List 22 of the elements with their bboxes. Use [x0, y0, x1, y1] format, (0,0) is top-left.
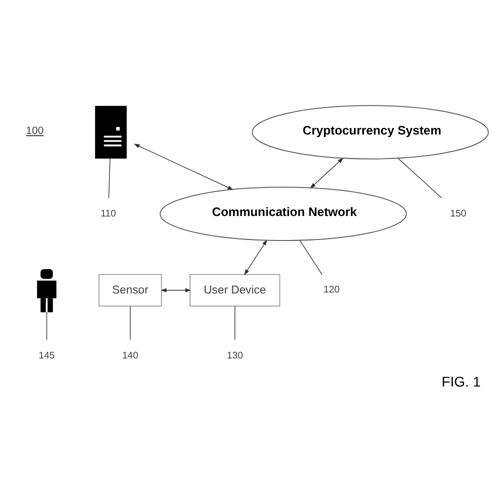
node-text: 150: [450, 208, 466, 220]
arrow: [160, 288, 192, 292]
label: 100: [26, 125, 44, 138]
node-text: 120: [324, 284, 340, 296]
node-picture: [95, 106, 127, 159]
node-ellipse: Cryptocurrency System: [252, 105, 489, 160]
arrow: [310, 158, 344, 188]
node-text: 130: [226, 350, 243, 362]
connector: [108, 158, 110, 198]
connector: [300, 240, 322, 275]
node-box: User Device: [190, 274, 280, 307]
connector: [130, 306, 131, 340]
node-text: 110: [100, 208, 116, 220]
node-text: 145: [38, 350, 55, 362]
connector: [46, 312, 48, 340]
arrow: [244, 240, 268, 276]
connector: [398, 158, 442, 198]
connector: [234, 306, 236, 340]
arrow: [134, 144, 234, 190]
node-box: Sensor: [98, 274, 162, 307]
caption: FIG. 1: [442, 373, 481, 390]
node-text: 140: [122, 350, 138, 362]
